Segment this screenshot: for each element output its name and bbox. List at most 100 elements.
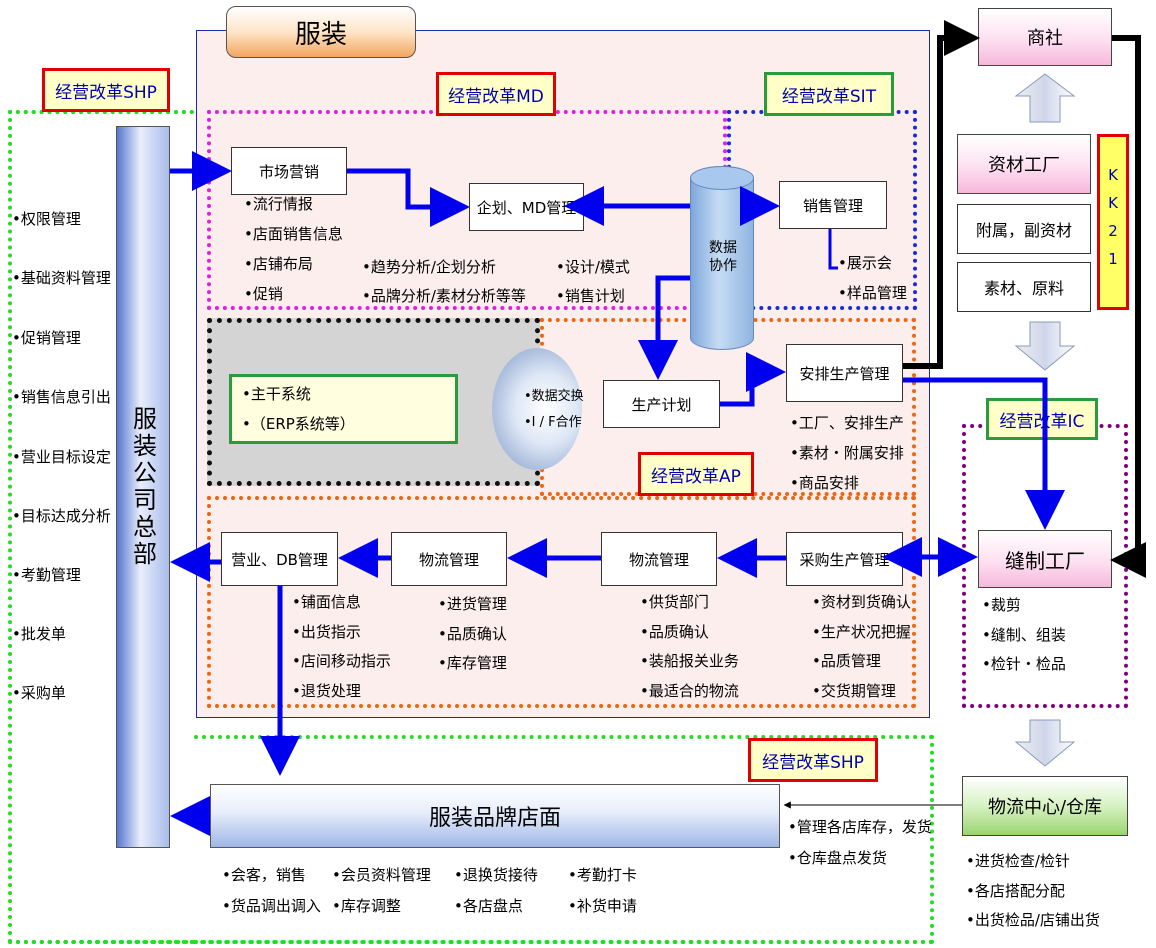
left-item-0: 权限管理: [12, 212, 81, 227]
exchange-item-0: 数据交换: [524, 390, 584, 403]
market-item-1: 店面销售信息: [244, 227, 343, 242]
logistics2-item-0: 进货管理: [438, 597, 507, 612]
purchase-item-1: 生产状况把握: [812, 625, 911, 640]
label-shp-bottom: 经营改革SHP: [748, 738, 878, 782]
box-prod-mgmt: 安排生产管理: [786, 344, 903, 402]
box-material-factory: 资材工厂: [957, 134, 1091, 194]
box-market: 市场营销: [231, 147, 347, 195]
erp-item-0: 主干系统: [242, 387, 311, 402]
market-item-0: 流行情报: [244, 197, 313, 212]
store-item-0-0: 会客，销售: [222, 868, 306, 883]
prod-item-0: 工厂、安排生产: [790, 416, 904, 431]
prod-item-1: 素材・附属安排: [790, 446, 904, 461]
store-item-0-3: 考勤打卡: [568, 868, 637, 883]
box-shosha: 商社: [978, 8, 1112, 66]
logistics2-item-2: 库存管理: [438, 656, 507, 671]
box-logistics1: 物流管理: [601, 532, 717, 586]
line-sales-items: [828, 229, 838, 270]
market-item-3: 促销: [244, 287, 283, 302]
biz-item-0: 铺面信息: [292, 595, 361, 610]
label-sit: 经营改革SIT: [764, 72, 894, 116]
dist-item-0: 进货检查/检针: [966, 854, 1070, 869]
page-title: 服装: [294, 19, 347, 50]
box-dist: 物流中心/仓库: [962, 776, 1128, 836]
box-accessories: 附属，副资材: [957, 204, 1091, 254]
analysis-item-0: 趋势分析/企划分析: [362, 260, 496, 275]
box-raw: 素材、原料: [957, 262, 1091, 312]
box-biz-db: 营业、DB管理: [221, 532, 338, 586]
dist-label: 物流中心/仓库: [987, 797, 1103, 818]
store-label: 服装品牌店面: [428, 806, 561, 831]
exchange-item-1: I / F合作: [524, 416, 582, 429]
arrow-shosha-sewing: [1110, 35, 1146, 578]
erp-box: 主干系统 （ERP系统等）: [229, 374, 458, 444]
block-arrow-down-2: [1014, 719, 1076, 767]
purchase-item-3: 交货期管理: [812, 684, 896, 699]
logistics2-item-1: 品质确认: [438, 627, 507, 642]
hq-label: 服装公司总部: [128, 406, 157, 568]
sales-item-1: 样品管理: [838, 286, 907, 301]
left-item-7: 批发单: [12, 627, 66, 642]
exchange-sphere: [492, 348, 582, 470]
block-arrow-up: [1014, 73, 1076, 123]
data-collab-label: 数据协作: [709, 240, 737, 274]
label-shp-top: 经营改革SHP: [42, 68, 170, 112]
data-collab-cylinder: 数据协作: [690, 166, 754, 350]
store-side-item-0: 管理各店库存，发货: [788, 820, 932, 835]
store-side-item-1: 仓库盘点发货: [788, 851, 887, 866]
arrow-cylinder-prodplan: [638, 275, 690, 380]
market-item-2: 店铺布局: [244, 257, 313, 272]
left-item-8: 采购单: [12, 686, 66, 701]
arrow-prodmgmt-shosha: [903, 20, 980, 369]
block-arrow-down-1: [1014, 321, 1076, 371]
shp-region-bottom-line: [8, 940, 934, 944]
left-item-6: 考勤管理: [12, 568, 81, 583]
sales-item-0: 展示会: [838, 256, 892, 271]
logistics1-item-3: 最适合的物流: [640, 684, 739, 699]
store-item-1-0: 货品调出调入: [222, 899, 321, 914]
design-item-0: 设计/模式: [556, 260, 630, 275]
prod-item-2: 商品安排: [790, 476, 859, 491]
analysis-item-1: 品牌分析/素材分析等等: [362, 289, 526, 304]
biz-item-3: 退货处理: [292, 684, 361, 699]
box-logistics2: 物流管理: [391, 532, 507, 586]
biz-item-2: 店间移动指示: [292, 654, 391, 669]
kk21-label: KK21: [1104, 166, 1122, 278]
store-item-0-2: 退换货接待: [454, 868, 538, 883]
store-item-1-2: 各店盘点: [454, 899, 523, 914]
box-sewing: 缝制工厂: [978, 530, 1112, 588]
purchase-item-2: 品质管理: [812, 654, 881, 669]
store-bar: 服装品牌店面: [210, 784, 780, 848]
logistics1-item-2: 装船报关业务: [640, 654, 739, 669]
label-ap: 经营改革AP: [638, 452, 754, 496]
sewing-item-1: 缝制、组装: [982, 628, 1066, 643]
ap-region-bottom: [207, 496, 916, 708]
arrow-market-planning: [347, 168, 470, 227]
page-title-box: 服装: [226, 6, 416, 58]
left-item-2: 促销管理: [12, 331, 81, 346]
dist-item-2: 出货检品/店铺出货: [966, 913, 1100, 928]
purchase-item-0: 资材到货确认: [812, 595, 911, 610]
arrow-prodplan-prodmgmt: [720, 352, 786, 407]
left-item-3: 销售信息引出: [12, 390, 111, 405]
box-sales-mgmt: 销售管理: [779, 181, 887, 229]
sewing-item-0: 裁剪: [982, 598, 1021, 613]
store-item-0-1: 会员资料管理: [332, 868, 431, 883]
store-item-1-3: 补货申请: [568, 899, 637, 914]
label-md: 经营改革MD: [436, 72, 556, 116]
left-item-4: 营业目标设定: [12, 450, 111, 465]
logistics1-item-0: 供货部门: [640, 595, 709, 610]
hq-bar: 服装公司总部: [116, 126, 170, 848]
dist-item-1: 各店搭配分配: [966, 884, 1065, 899]
left-item-5: 目标达成分析: [12, 509, 111, 524]
arrow-prodmgmt-sewing: [903, 377, 1065, 530]
label-ic: 经营改革IC: [986, 398, 1098, 440]
kk21-box: KK21: [1097, 134, 1129, 310]
store-item-1-1: 库存调整: [332, 899, 401, 914]
left-item-1: 基础资料管理: [12, 271, 111, 286]
shp-region-top-line: [8, 110, 194, 114]
logistics1-item-1: 品质确认: [640, 625, 709, 640]
design-item-1: 销售计划: [556, 289, 625, 304]
biz-item-1: 出货指示: [292, 625, 361, 640]
box-prod-plan: 生产计划: [603, 380, 720, 428]
